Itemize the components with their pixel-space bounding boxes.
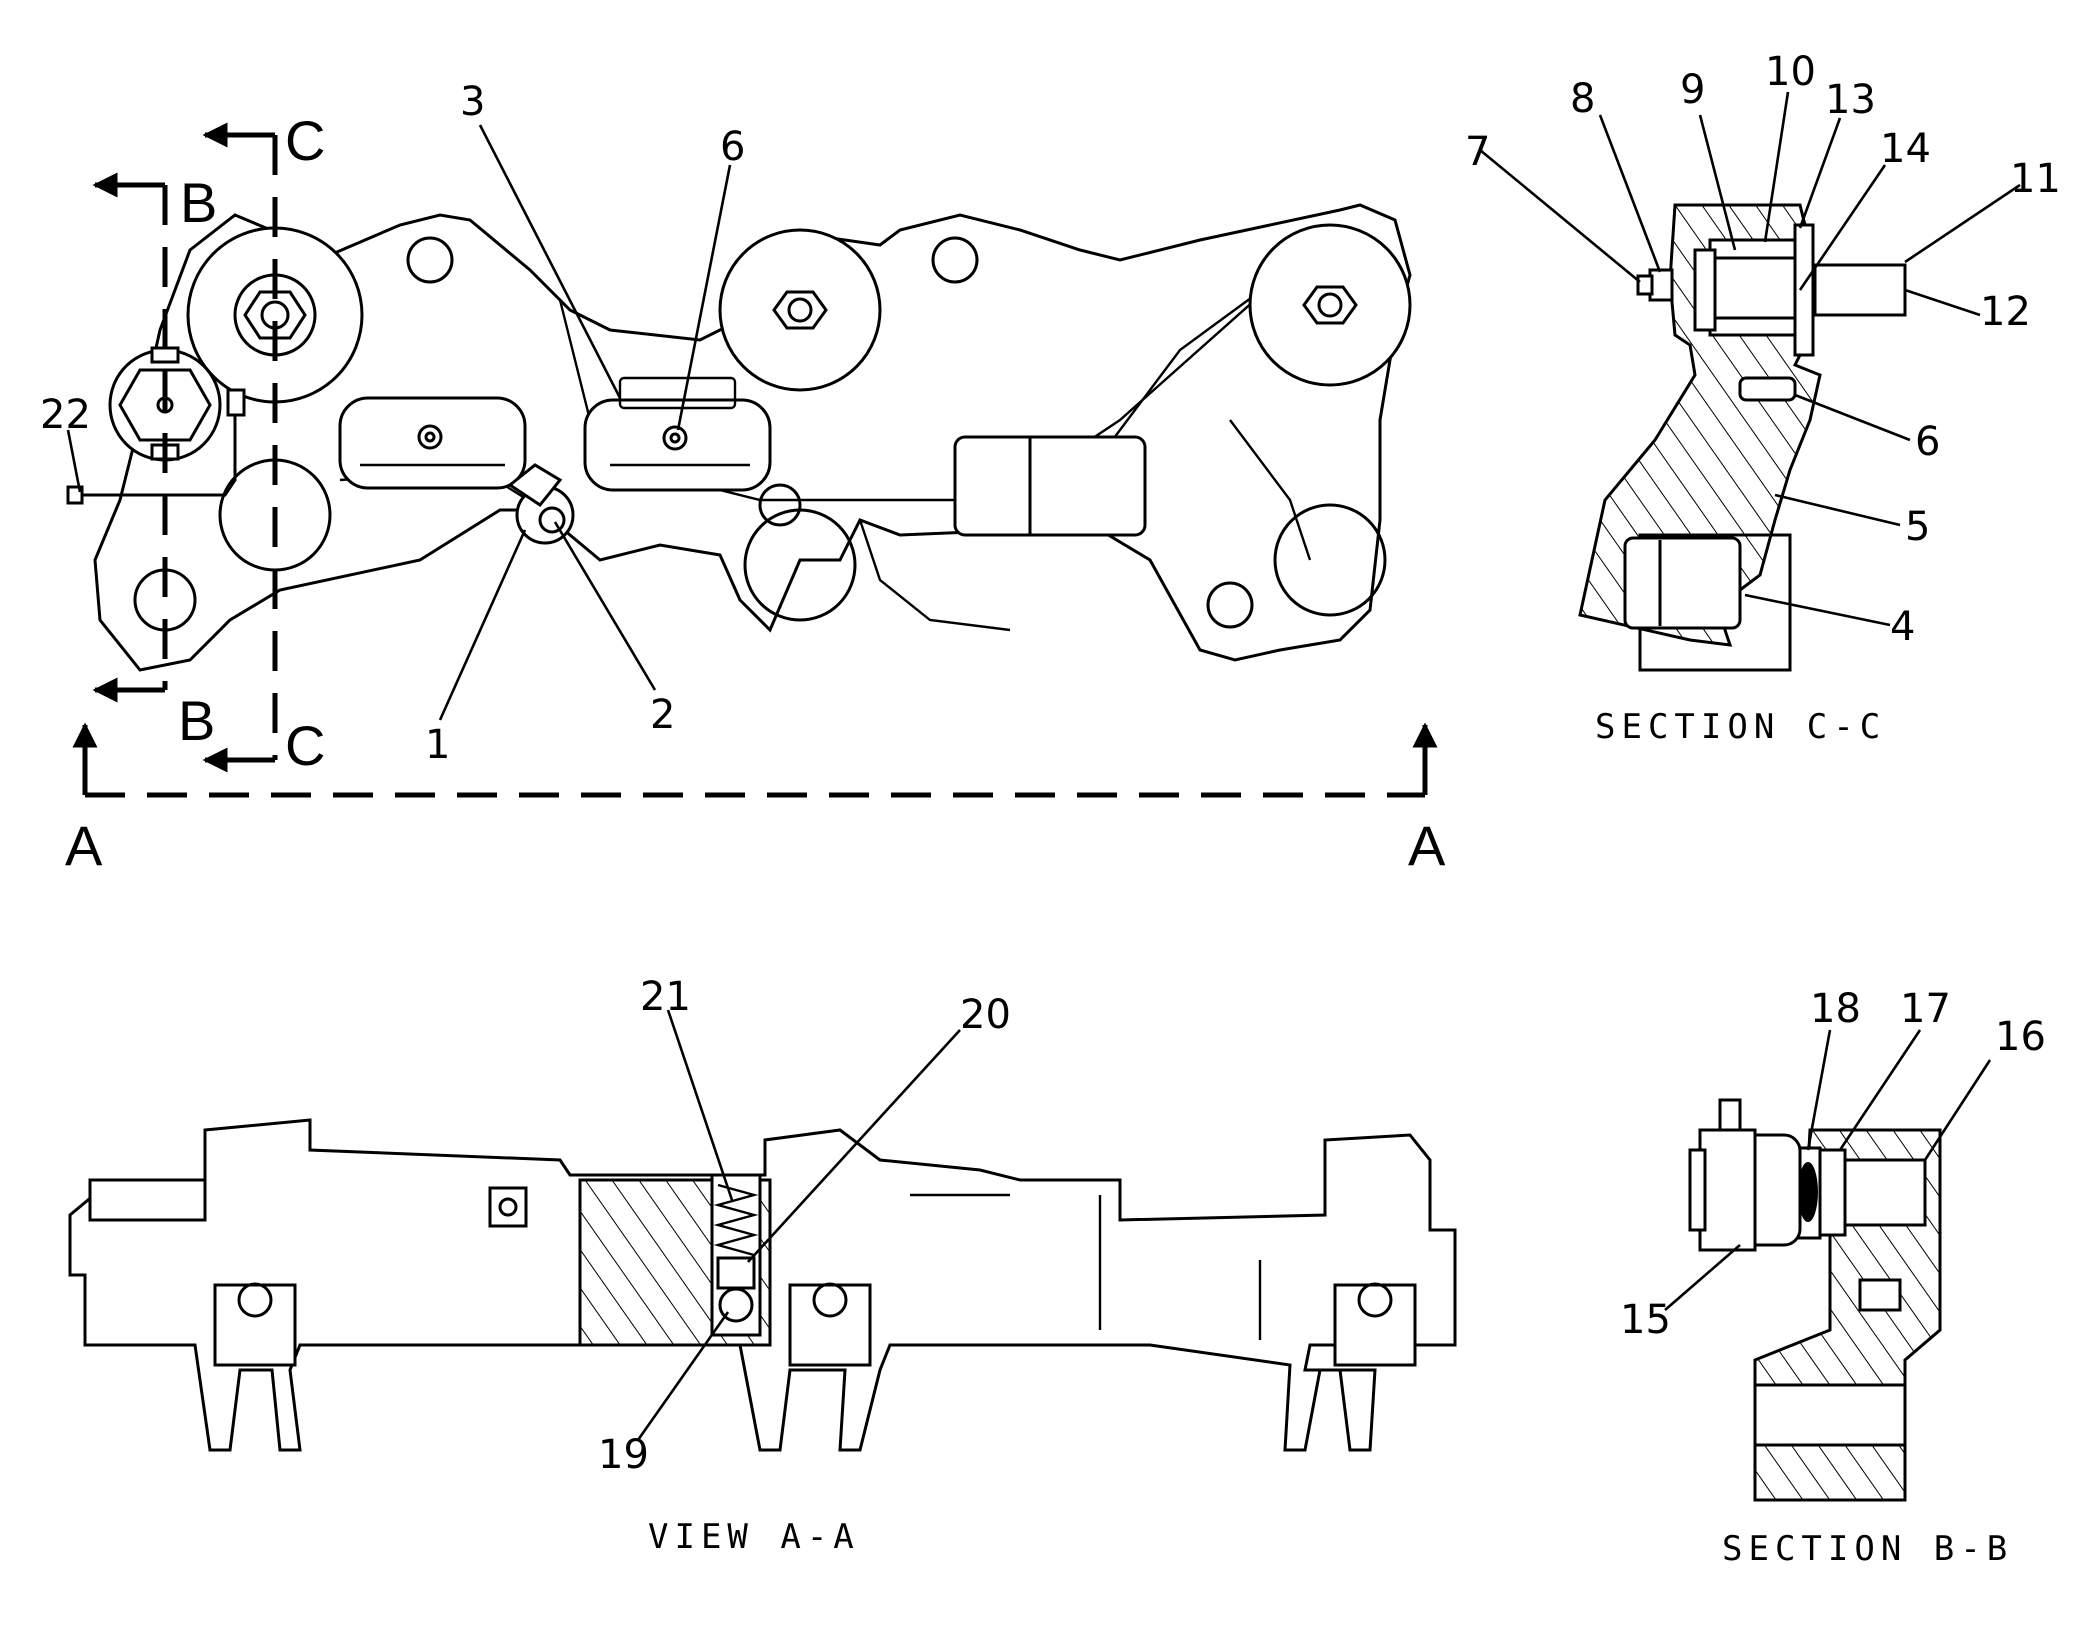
leader-22 [66,429,82,493]
bolt-hole-3 [1206,581,1254,629]
bracket-center [788,1283,872,1367]
top-view: B B C C A A 1 2 3 6 22 [40,79,1446,877]
round-boss-mid-2 [758,483,802,527]
bore-section-bb [1753,1383,1907,1447]
section-marker-a-right: A [1408,814,1446,877]
callout-20: 20 [960,992,1011,1038]
callout-1: 1 [425,722,450,768]
seal-18 [1798,1162,1818,1222]
solenoid-block [953,435,1147,537]
callout-17: 17 [1900,986,1951,1032]
plug-section-bb [1858,1278,1902,1312]
callout-6-section-cc: 6 [1915,419,1940,465]
callout-9: 9 [1680,67,1705,113]
callout-3: 3 [460,79,485,125]
round-boss-mid [743,508,857,622]
plug-view-aa [488,1186,528,1228]
boss-left [186,226,364,404]
cover-13 [1793,223,1815,357]
valve-20 [716,1256,756,1290]
bolt-hole-2 [931,236,979,284]
leader-1 [438,529,527,721]
section-b-b: 16 17 18 15 SECTION B-B [1620,986,2046,1569]
callout-10: 10 [1765,49,1816,95]
actuator-left [88,1178,207,1222]
fitting-14 [1708,238,1802,337]
callout-18: 18 [1810,986,1861,1032]
section-c-c: 7 8 9 10 13 14 11 12 6 5 4 SECTION C-C [1465,49,2061,747]
section-marker-b-bottom: B [178,689,215,752]
bolt-hole-1 [406,236,454,284]
callout-11: 11 [2010,156,2061,202]
callout-15: 15 [1620,1297,1671,1343]
spring-21 [713,1183,759,1257]
callout-8: 8 [1570,76,1595,122]
bracket-left [213,1283,297,1367]
boss-center [718,228,882,392]
caption-section-cc: SECTION C-C [1595,707,1886,747]
bolt-7 [1636,274,1654,296]
callout-22: 22 [40,392,91,438]
body-rib-5 [858,519,1011,632]
callout-16: 16 [1995,1014,2046,1060]
fitting-16 [1843,1158,1927,1227]
boss-right [1248,223,1412,387]
section-marker-b-top: B [180,171,217,234]
leader-6a [676,164,732,431]
callout-7: 7 [1465,129,1490,175]
bracket-right [1333,1283,1417,1367]
section-marker-c-bottom: C [285,714,325,777]
oring-17 [1818,1148,1847,1237]
callout-5: 5 [1905,504,1930,550]
leader-2 [553,521,657,691]
callout-13: 13 [1825,77,1876,123]
round-boss-right [1273,503,1387,617]
section-marker-c-top: C [285,109,325,172]
plug-9 [1693,248,1717,332]
callout-19: 19 [598,1432,649,1478]
callout-2: 2 [650,692,675,738]
bracket-11 [1813,263,1907,317]
caption-section-bb: SECTION B-B [1722,1529,2013,1569]
callout-6-top: 6 [720,124,745,170]
valve-4 [1623,536,1742,630]
caption-view-aa: VIEW A-A [648,1517,860,1557]
callout-21: 21 [640,974,691,1020]
callout-4: 4 [1890,604,1915,650]
plug-6-cc [1738,376,1797,402]
cover-plate-center [583,376,772,492]
section-marker-a-left: A [65,814,103,877]
leader-3 [478,124,622,399]
body-rib-4 [1229,419,1312,561]
cover-plate-left [338,396,527,490]
callout-14: 14 [1880,126,1931,172]
callout-12: 12 [1980,289,2031,335]
view-a-a: 21 20 19 VIEW A-A [68,974,1457,1557]
plug-fitting [507,463,575,545]
sensor-15-body [1698,1128,1757,1252]
